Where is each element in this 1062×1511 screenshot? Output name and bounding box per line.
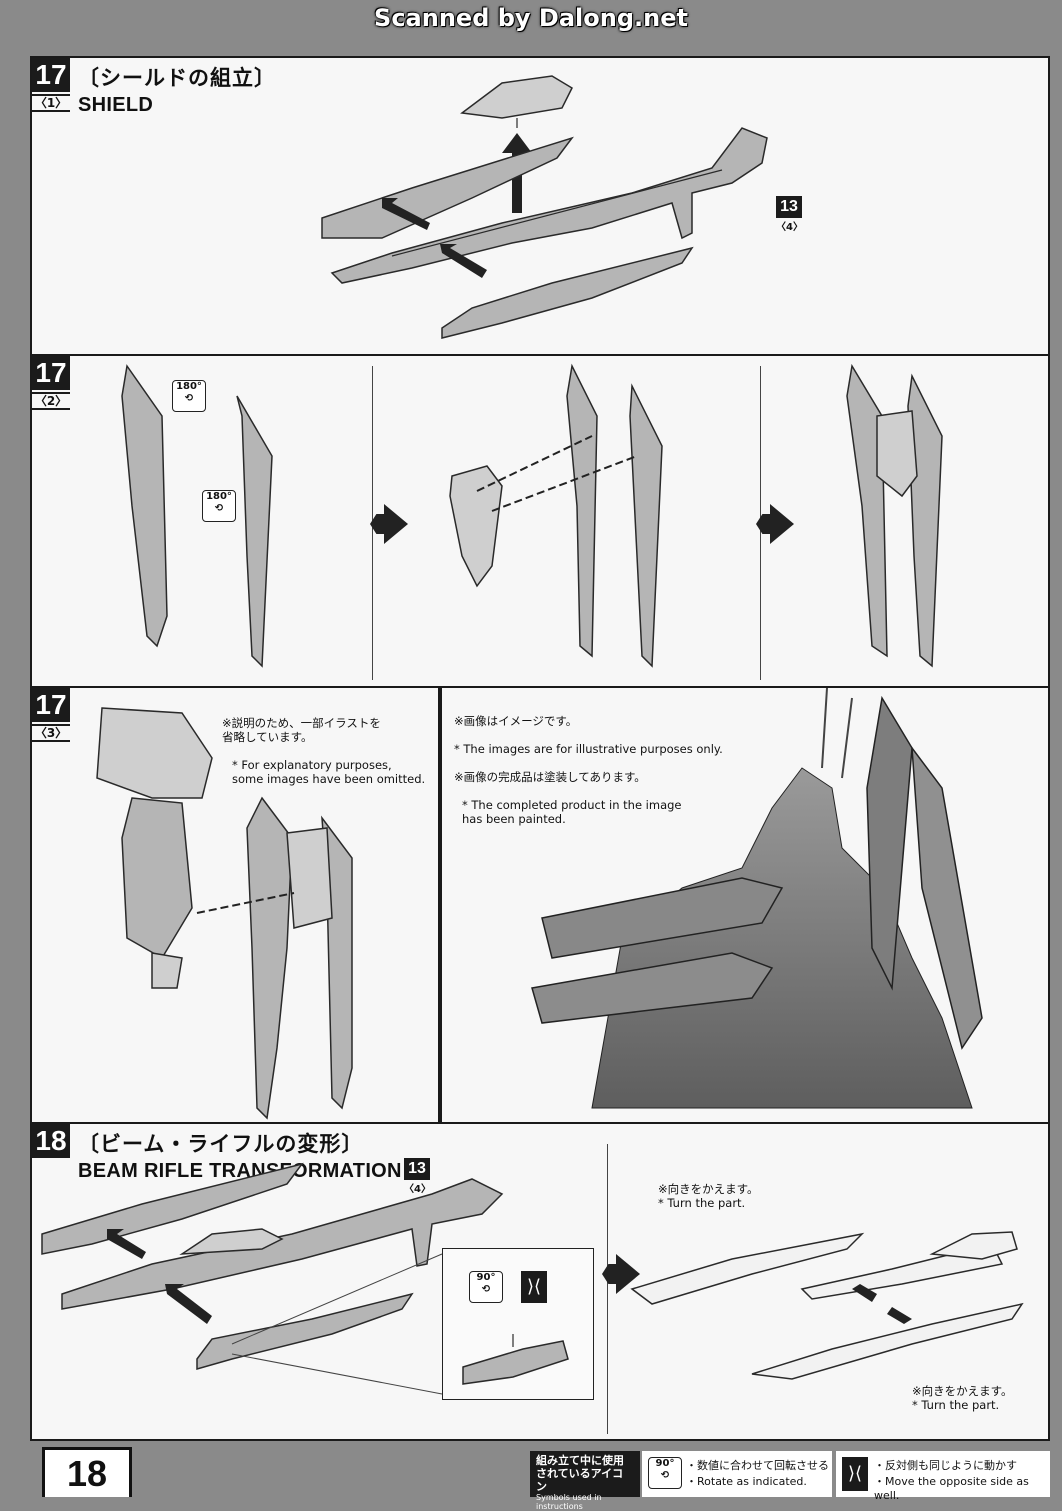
rotate-label: 180° (206, 491, 232, 502)
part-badge: 13 〈4〉 (776, 196, 803, 233)
step-title-jp: 〔シールドの組立〕 (78, 66, 276, 90)
watermark: Scanned by Dalong.net (374, 4, 688, 32)
omission-note: ※説明のため、一部イラストを 省略しています。 * For explanator… (222, 702, 425, 800)
step-title-jp: 〔ビーム・ライフルの変形〕 (78, 1132, 364, 1156)
note-en: * The completed product in the image has… (462, 798, 682, 826)
turn-note: ※向きをかえます。 * Turn the part. (658, 1182, 759, 1210)
rifle-transformation-illustration (41, 1162, 1024, 1395)
arm-shield-illustration (96, 707, 353, 1120)
instruction-page: 17 〈1〉 〔シールドの組立〕 SHIELD 13 〈4〉 17 (30, 56, 1050, 1441)
substep-label: 〈2〉 (32, 392, 70, 410)
note-jp: ※画像はイメージです。 (454, 714, 578, 728)
rotate-icon: 180°⟲ (172, 380, 206, 412)
step-number: 17 (32, 356, 70, 390)
turn-note: ※向きをかえます。 * Turn the part. (912, 1384, 1013, 1412)
part-badge: 13 〈4〉 (404, 1158, 431, 1195)
note-jp: ※向きをかえます。 (658, 1182, 759, 1196)
step-number: 17 (32, 688, 70, 722)
badge-sub: 〈4〉 (776, 222, 803, 233)
legend-title-jp: 組み立て中に使用 されているアイコン (536, 1454, 624, 1493)
rotate-icon: 90°⟲ (469, 1271, 503, 1303)
page-number: 18 (42, 1447, 132, 1497)
mirror-icon: ⟩⟨ (842, 1457, 868, 1491)
icon-legend-title: 組み立て中に使用 されているアイコン Symbols used in instr… (530, 1451, 640, 1511)
legend-rotate-jp: ・数値に合わせて回転させる (686, 1459, 829, 1472)
rotate-label: 180° (176, 381, 202, 392)
step-17-1-panel: 17 〈1〉 〔シールドの組立〕 SHIELD 13 〈4〉 (30, 56, 1050, 356)
image-note: ※画像はイメージです。 * The images are for illustr… (454, 700, 723, 840)
badge-sub: 〈4〉 (404, 1184, 431, 1195)
step-number: 17 (32, 58, 70, 92)
step-title-en: SHIELD (78, 94, 154, 116)
divider (607, 1144, 608, 1434)
rotate-label: 90° (476, 1272, 496, 1283)
step-18-panel: 18 〔ビーム・ライフルの変形〕 BEAM RIFLE TRANSFORMATI… (30, 1122, 1050, 1441)
note-jp: ※説明のため、一部イラストを 省略しています。 (222, 716, 381, 744)
note-jp: ※向きをかえます。 (912, 1384, 1013, 1398)
note-en: * The images are for illustrative purpos… (454, 742, 723, 756)
legend-mirror-en: ・Move the opposite side as well. (874, 1475, 1029, 1502)
rotate-icon: 180°⟲ (202, 490, 236, 522)
substep-label: 〈1〉 (32, 94, 70, 112)
rotate-icon: 90°⟲ (648, 1457, 682, 1489)
badge-number: 13 (776, 196, 802, 218)
mirror-icon: ⟩⟨ (521, 1271, 547, 1303)
legend-title-en: Symbols used in instructions (536, 1493, 602, 1511)
finished-model-photo (531, 688, 983, 1109)
note-en: * For explanatory purposes, some images … (232, 758, 426, 786)
step-17-3-panel: 17 〈3〉 ※説明のため、一部イラストを 省略しています。 * For exp… (30, 686, 440, 1124)
step-arrow-icon (384, 504, 408, 544)
detail-inset: 90°⟲ ⟩⟨ (442, 1248, 594, 1400)
legend-mirror: ⟩⟨ ・反対側も同じように動かす ・Move the opposite side… (836, 1451, 1050, 1502)
legend-rotate: 90°⟲ ・数値に合わせて回転させる ・Rotate as indicated. (642, 1451, 832, 1497)
substep-label: 〈3〉 (32, 724, 70, 742)
step-number: 18 (32, 1124, 70, 1158)
legend-rotate-en: ・Rotate as indicated. (686, 1475, 807, 1488)
step-arrow-icon (770, 504, 794, 544)
rotate-label: 90° (655, 1458, 675, 1469)
badge-number: 13 (404, 1158, 430, 1180)
note-en: * Turn the part. (912, 1398, 1000, 1412)
shield-halves-illustration (121, 363, 943, 668)
completed-photo-panel: ※画像はイメージです。 * The images are for illustr… (440, 686, 1050, 1124)
step-title-en: BEAM RIFLE TRANSFORMATION (78, 1160, 402, 1182)
note-jp: ※画像の完成品は塗装してあります。 (454, 770, 646, 784)
legend-mirror-jp: ・反対側も同じように動かす (874, 1459, 1017, 1472)
shield-assembly-illustration (321, 75, 768, 339)
note-en: * Turn the part. (658, 1196, 746, 1210)
step-17-2-panel: 17 〈2〉 180°⟲ 180°⟲ (30, 354, 1050, 688)
